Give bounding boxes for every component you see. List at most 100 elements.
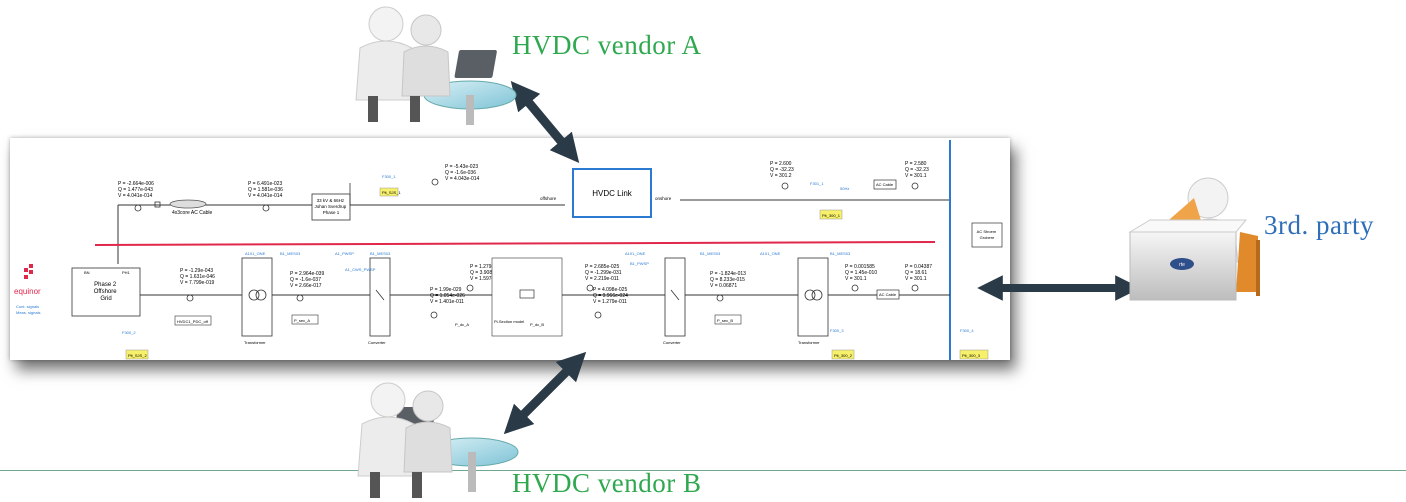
p-dc-b-label: P_dc_B <box>530 322 544 327</box>
hvdc-link-label: HVDC Link <box>592 189 633 198</box>
flag-plt-sjs-2 <box>125 349 149 360</box>
flag-plt-300-3 <box>959 349 989 360</box>
p-sec-b-box <box>714 314 742 325</box>
transformer-coil <box>248 289 260 301</box>
breaker-icon <box>154 201 161 208</box>
meter-icon <box>296 294 304 302</box>
meter-icon <box>431 178 439 186</box>
equinor-logo: equinor <box>14 264 41 296</box>
meter-a-label: F300_1 <box>382 174 396 179</box>
bus-left: BN <box>84 270 90 275</box>
meter-icon <box>262 204 270 212</box>
arrow-vendor-b <box>503 351 587 435</box>
converter-box-2 <box>664 257 686 337</box>
hvdc-pdc-box <box>174 315 212 326</box>
sig-9: A101_ONE <box>760 251 781 256</box>
meter-icon <box>911 182 919 190</box>
readout-6: P = -1.29e-043 Q = 1.631e-046 V = 7.799e… <box>180 268 216 286</box>
hvdc-link-box <box>572 168 652 218</box>
sig-5: A1_CWS_PWSP <box>345 267 376 272</box>
phase2-label: Phase 2 Offshore Grid <box>94 282 119 302</box>
onshore-label: onshore <box>655 196 672 201</box>
bus-right: PH1 <box>122 270 131 275</box>
sig-8: B1_MES03 <box>700 251 721 256</box>
meter-d-label: F300_3 <box>830 328 844 333</box>
transformer-coil <box>811 289 823 301</box>
phase2-grid-box <box>71 267 141 317</box>
sig-2: B1_MES03 <box>280 251 301 256</box>
readout-13: P = 0.001585 Q = 1.45e-010 V = 301.1 <box>845 264 879 282</box>
cable-top-label: 4x3core AC Cable <box>172 210 213 216</box>
box-33kv-label: 33 kV & 66Hz Johan Sverdrup Phase 1 <box>314 198 347 215</box>
diagram-svg: P = -2.664e-006 Q = 1.477e-043 V = 4.041… <box>14 140 1003 360</box>
readout-10: P = 1.99e-029 Q = 1.054e-026 V = 1.401e-… <box>430 287 466 305</box>
meter-icon <box>186 294 194 302</box>
readout-3: P = -5.43e-023 Q = -1.6e-036 V = 4.043e-… <box>445 164 480 182</box>
converter-label-1: Converter <box>368 340 386 345</box>
red-separator <box>94 241 936 246</box>
meter-c-label: F300_2 <box>122 330 136 335</box>
sig-6: A101_ONE <box>625 251 646 256</box>
p-sec-a-box <box>291 314 319 325</box>
flag-3-label: Plt_SJS_2 <box>128 353 147 358</box>
arrow-vendor-a <box>510 80 580 164</box>
converter-label-2: Converter <box>663 340 681 345</box>
readout-5: P = 2.580 Q = -32.23 V = 301.1 <box>905 161 930 179</box>
transformer-box-2 <box>797 257 829 337</box>
cable-icon <box>169 199 207 209</box>
freq-label: 50Hz <box>840 186 849 191</box>
pi-section-icon <box>519 289 535 299</box>
meter-icon <box>466 284 474 292</box>
transformer-coil <box>255 289 267 301</box>
transformer-label-1: Transformer <box>244 340 266 345</box>
readout-12: P = -1.824e-013 Q = 8.233e-015 V = 0.068… <box>710 271 747 289</box>
sig-7: B1_PWSP <box>630 261 649 266</box>
third-party-person-icon: rte <box>1128 177 1260 301</box>
p-sec-b-label: P_sec_B <box>717 318 733 323</box>
meter-icon <box>911 284 919 292</box>
sig-3: A1_PWSP <box>335 251 354 256</box>
converter-box-1 <box>369 257 391 337</box>
readout-7: P = 2.964e-039 Q = -1.6e-037 V = 2.66e-0… <box>290 271 326 289</box>
readout-2: P = 6.491e-023 Q = 1.581e-036 V = 4.041e… <box>248 181 284 199</box>
flag-plt-300-1 <box>819 209 843 220</box>
flag-4-label: Plt_300_2 <box>834 353 853 358</box>
svg-text:rte: rte <box>1179 262 1185 268</box>
flag-plt-sjs-1 <box>379 187 399 197</box>
ac-cable-bottom-label: AC Cable <box>879 292 897 297</box>
bottom-divider <box>0 470 1406 471</box>
hvdc-circuit-diagram: P = -2.664e-006 Q = 1.477e-043 V = 4.041… <box>10 138 1010 360</box>
readout-11: P = 4.098e-025 Q = 9.966e-024 V = 1.279e… <box>593 287 629 305</box>
flag-2-label: Plt_300_1 <box>822 213 841 218</box>
transformer-label-2: Transformer <box>798 340 820 345</box>
vendor-b-people-icon <box>357 382 519 498</box>
ac-cable-top <box>873 179 897 190</box>
meter-icon <box>586 284 594 292</box>
meter-icon <box>594 311 602 319</box>
meter-icon <box>134 204 142 212</box>
vendor-a-people-icon <box>355 6 517 125</box>
sig-10: B1_MES03 <box>830 251 851 256</box>
offshore-label: offshore <box>540 196 557 201</box>
meter-icon <box>430 311 438 319</box>
meter-icon <box>716 294 724 302</box>
transformer-box-1 <box>241 257 273 337</box>
svg-text:equinor: equinor <box>14 287 41 296</box>
ac-cable-bottom <box>876 289 900 300</box>
ac-strom-label: AC Stroem Grobere <box>977 229 998 240</box>
p-sec-a-label: P_sec_A <box>294 318 310 323</box>
flag-1-label: Plt_SJS_1 <box>382 190 401 195</box>
ac-strom-box <box>971 222 1003 248</box>
box-33kv <box>311 193 351 221</box>
third-party-label: 3rd. party <box>1264 210 1374 240</box>
converter-symbol <box>670 289 680 301</box>
readout-1: P = -2.664e-006 Q = 1.477e-043 V = 4.041… <box>118 181 155 199</box>
flag-5-label: Plt_300_3 <box>962 353 981 358</box>
readout-14: P = 0.04387 Q = 18.61 V = 301.1 <box>905 264 933 282</box>
meter-icon <box>781 182 789 190</box>
meter-e-label: F300_4 <box>960 328 974 333</box>
meas-signals-label: Meas. signals <box>16 310 40 315</box>
readout-8: P = 1.279e-023 Q = 3.908e-029 V = 1.597e… <box>470 264 506 282</box>
pi-section-label: Pi-Section model <box>494 319 524 324</box>
